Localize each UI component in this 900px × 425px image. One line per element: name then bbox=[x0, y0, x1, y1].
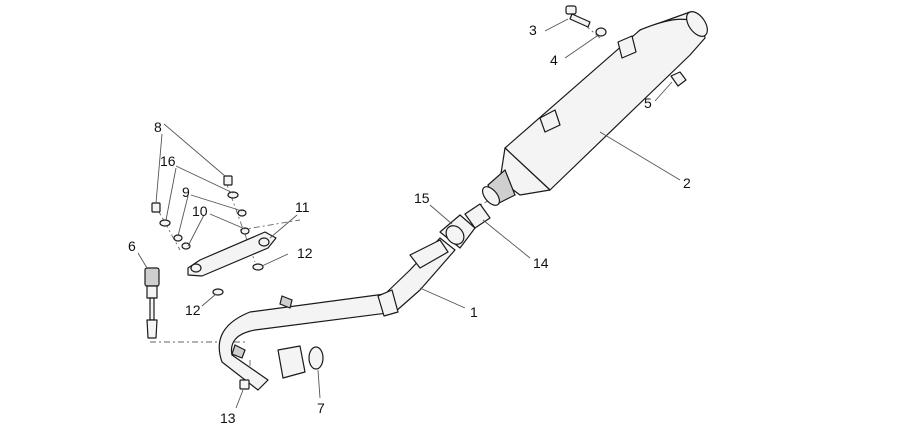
callout-5: 5 bbox=[644, 95, 652, 111]
callouts: 1 2 3 4 5 6 7 8 9 10 11 12 12 13 14 15 1… bbox=[128, 22, 691, 425]
callout-14: 14 bbox=[533, 255, 549, 271]
callout-7: 7 bbox=[317, 400, 325, 416]
silencer-part bbox=[481, 11, 708, 206]
callout-8: 8 bbox=[154, 119, 162, 135]
callout-10: 10 bbox=[192, 203, 208, 219]
callout-12b: 12 bbox=[185, 302, 201, 318]
gasket-ring-part bbox=[308, 346, 324, 370]
callout-16: 16 bbox=[160, 153, 176, 169]
callout-1: 1 bbox=[470, 304, 478, 320]
leader-lines bbox=[137, 18, 681, 409]
nut-part bbox=[670, 71, 687, 87]
callout-12a: 12 bbox=[297, 245, 313, 261]
fasteners-part bbox=[151, 175, 264, 296]
callout-15: 15 bbox=[414, 190, 430, 206]
callout-3: 3 bbox=[529, 22, 537, 38]
header-pipe-part bbox=[218, 237, 456, 391]
header-nut-part bbox=[239, 379, 250, 390]
heat-shield-part bbox=[187, 231, 277, 277]
bolt-part bbox=[565, 5, 591, 28]
lambda-sensor-part bbox=[144, 267, 160, 339]
callout-11: 11 bbox=[295, 199, 310, 215]
callout-2: 2 bbox=[683, 175, 691, 191]
flange-part bbox=[277, 345, 306, 379]
callout-9: 9 bbox=[182, 184, 190, 200]
callout-4: 4 bbox=[550, 52, 558, 68]
gasket-sleeve-part bbox=[464, 203, 491, 229]
callout-13: 13 bbox=[220, 410, 236, 425]
callout-6: 6 bbox=[128, 238, 136, 254]
washer-part bbox=[595, 27, 607, 37]
